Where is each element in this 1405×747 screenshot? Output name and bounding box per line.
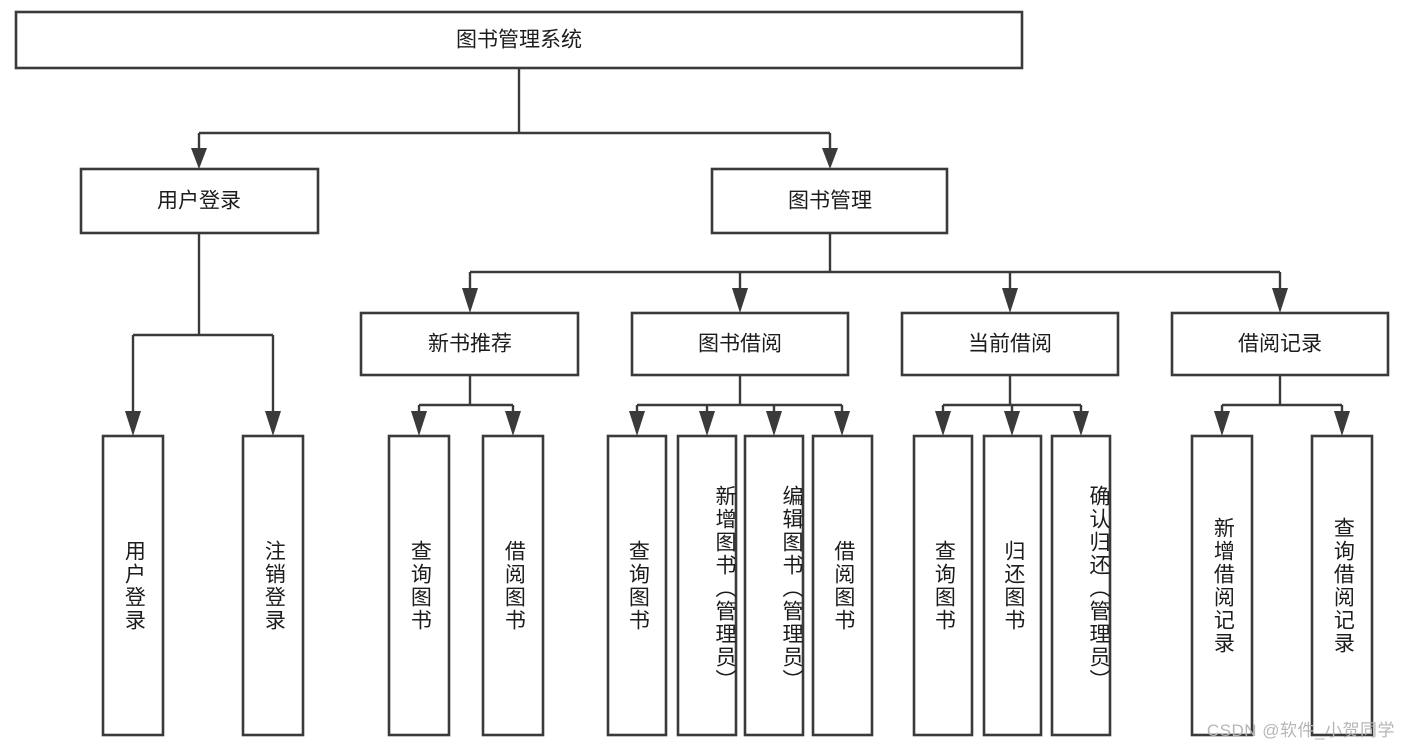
arrow-to-new-book-recommend (462, 288, 478, 313)
arrow-to-leaf-add-borrow-record (1214, 411, 1230, 436)
node-leaf-borrow-book-box[interactable] (811, 434, 874, 737)
node-book-borrow[interactable]: 图书借阅 (630, 311, 850, 377)
node-leaf-query-borrow-record-box[interactable] (1310, 434, 1374, 737)
connector-group-borrow-record-to-leaves (1214, 375, 1350, 436)
arrow-to-leaf-confirm-return-admin (1073, 411, 1089, 436)
node-leaf-edit-book-admin-box[interactable] (743, 434, 805, 737)
arrow-to-leaf-logout (265, 411, 281, 436)
node-borrow-record-box[interactable] (1170, 311, 1390, 377)
node-leaf-return-book-box[interactable] (982, 434, 1043, 737)
node-leaf-add-book-admin-box[interactable] (676, 434, 738, 737)
arrow-to-leaf-edit-book-admin (766, 411, 782, 436)
arrow-to-current-borrow (1002, 288, 1018, 313)
node-user-login[interactable]: 用户登录 (79, 167, 320, 235)
arrow-to-leaf-query-book-new (411, 411, 427, 436)
node-user-login-label: 用户登录 (157, 190, 241, 213)
node-leaf-add-borrow-record-box[interactable] (1190, 434, 1254, 737)
arrow-to-leaf-return-book (1004, 411, 1020, 436)
node-leaf-query-book-new-box[interactable] (387, 434, 451, 737)
node-book-management-box[interactable] (710, 167, 949, 235)
arrow-to-borrow-record (1272, 288, 1288, 313)
node-borrow-record[interactable]: 借阅记录 (1170, 311, 1390, 377)
csdn-watermark: CSDN @软件_小贺同学 (1206, 721, 1395, 740)
node-book-management-label: 图书管理 (788, 190, 872, 213)
node-leaf-user-login-box[interactable] (101, 434, 165, 737)
connector-group-new-book-recommend-to-leaves (411, 375, 521, 436)
node-current-borrow-label: 当前借阅 (968, 333, 1052, 356)
node-new-book-recommend[interactable]: 新书推荐 (359, 311, 580, 377)
arrow-to-leaf-borrow-book-new (505, 411, 521, 436)
connector-group-root-to-level2 (191, 68, 838, 169)
connector-group-book-management-to-level3 (462, 233, 1288, 313)
node-book-borrow-box[interactable] (630, 311, 850, 377)
arrow-to-book-borrow (732, 288, 748, 313)
node-current-borrow-box[interactable] (900, 311, 1120, 377)
node-leaf-borrow-book-new-box[interactable] (481, 434, 545, 737)
connector-group-current-borrow-to-leaves (935, 375, 1089, 436)
node-new-book-recommend-box[interactable] (359, 311, 580, 377)
arrow-to-user-login (191, 148, 207, 169)
connector-group-user-login-to-leaves (125, 233, 281, 436)
node-root[interactable]: 图书管理系统 (14, 10, 1024, 70)
node-root-box[interactable] (14, 10, 1024, 70)
node-leaf-logout-box[interactable] (241, 434, 305, 737)
arrow-to-leaf-query-book-borrow (629, 411, 645, 436)
arrow-to-leaf-add-book-admin (699, 411, 715, 436)
arrow-to-leaf-query-borrow-record (1334, 411, 1350, 436)
node-current-borrow[interactable]: 当前借阅 (900, 311, 1120, 377)
arrow-to-leaf-query-book-current (935, 411, 951, 436)
node-book-borrow-label: 图书借阅 (698, 333, 782, 356)
node-new-book-recommend-label: 新书推荐 (428, 333, 512, 356)
node-root-label: 图书管理系统 (456, 29, 582, 52)
arrow-to-leaf-borrow-book (834, 411, 850, 436)
node-book-management[interactable]: 图书管理 (710, 167, 949, 235)
arrow-to-book-management (822, 148, 838, 169)
node-leaf-confirm-return-admin-box[interactable] (1050, 434, 1112, 737)
node-leaf-query-book-borrow-box[interactable] (606, 434, 668, 737)
arrow-to-leaf-user-login (125, 411, 141, 436)
node-user-login-box[interactable] (79, 167, 320, 235)
node-leaf-query-book-current-box[interactable] (912, 434, 974, 737)
connector-group-book-borrow-to-leaves (629, 375, 850, 436)
node-borrow-record-label: 借阅记录 (1238, 333, 1322, 356)
